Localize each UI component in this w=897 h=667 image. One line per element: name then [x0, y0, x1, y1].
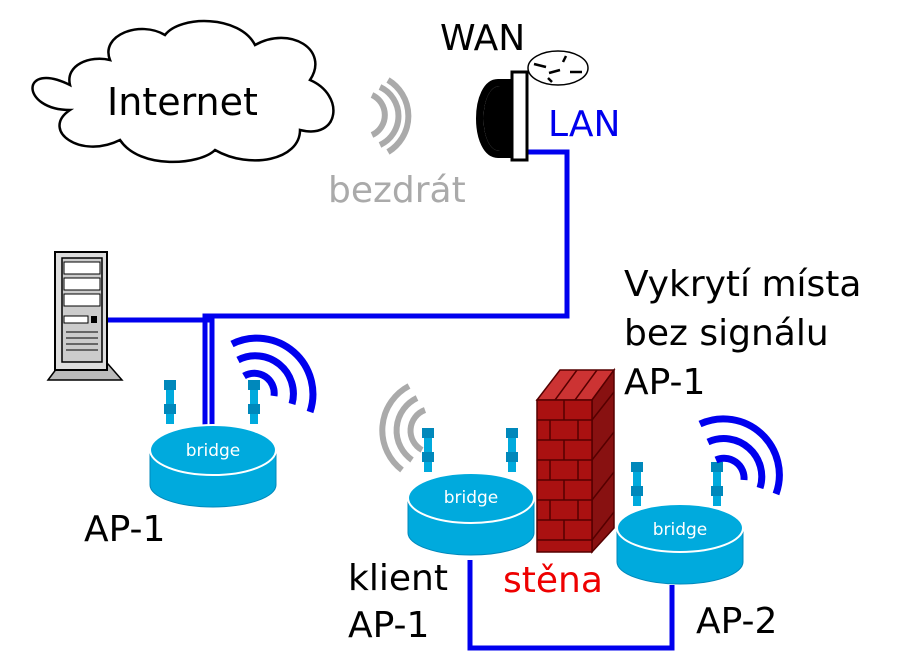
signal-waves-icon: [698, 415, 783, 496]
satellite-dish-icon: [476, 70, 529, 162]
wall-label: stěna: [503, 560, 603, 601]
signal-waves-icon: [370, 77, 412, 155]
coverage-label-line3: AP-1: [624, 362, 705, 403]
brick-wall-icon: [535, 367, 616, 554]
server-tower-icon: [46, 251, 124, 381]
router-label-client: bridge: [444, 488, 499, 508]
lan-cable-client-to-ap2: [467, 560, 675, 651]
lan-cables: [108, 149, 675, 651]
client-label-line2: AP-1: [348, 605, 429, 646]
router-label-ap1: bridge: [186, 441, 241, 461]
wifi-router-icon: [616, 462, 744, 585]
coverage-label-line1: Vykrytí místa: [624, 264, 861, 305]
wifi-router-icon: [149, 380, 277, 508]
cloud-icon: [31, 19, 335, 164]
client-label-line1: klient: [348, 558, 448, 599]
signal-waves-icon: [230, 334, 317, 414]
router-label-ap2: bridge: [653, 520, 708, 540]
lan-cable-dish-to-ap1: [202, 149, 570, 428]
internet-label: Internet: [107, 80, 258, 124]
satellite-icon: [527, 50, 589, 86]
lan-label: LAN: [548, 104, 620, 145]
wireless-label: bezdrát: [328, 170, 466, 211]
wifi-router-icon: [407, 428, 535, 556]
signal-waves-icon: [379, 383, 427, 473]
coverage-label-line2: bez signálu: [624, 313, 829, 354]
wan-label: WAN: [440, 18, 525, 59]
ap2-label: AP-2: [696, 601, 777, 642]
ap1-label: AP-1: [84, 509, 165, 550]
lan-cable-server: [108, 317, 215, 428]
